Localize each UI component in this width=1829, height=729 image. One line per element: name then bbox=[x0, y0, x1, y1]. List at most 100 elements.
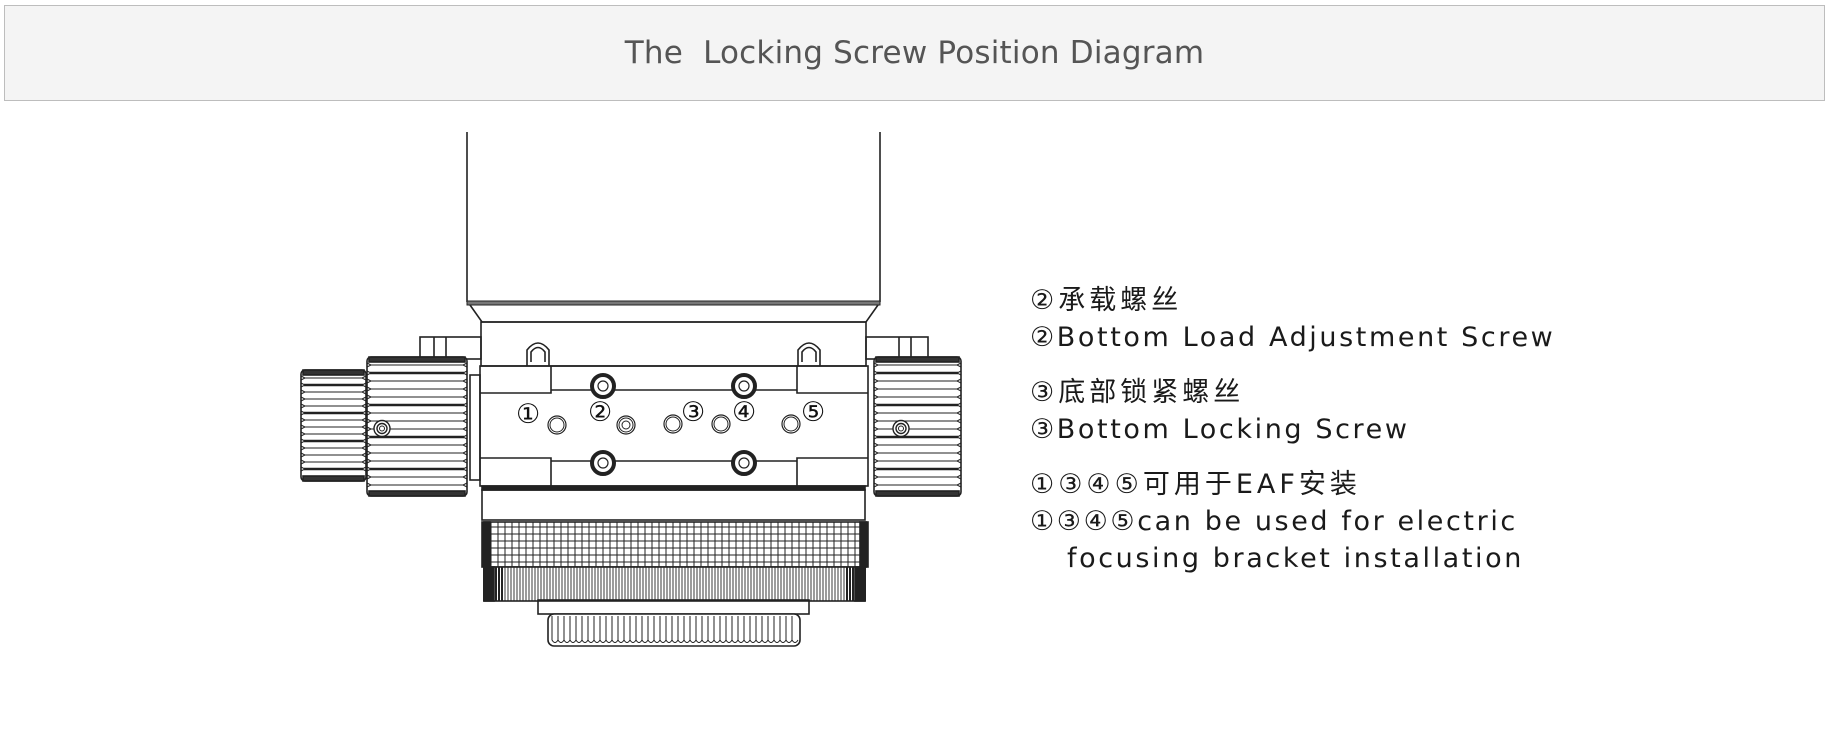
knob-notch bbox=[300, 410, 307, 416]
ring-edge bbox=[483, 566, 495, 602]
knob-notch bbox=[873, 386, 880, 392]
knob-notch bbox=[873, 434, 880, 440]
knob-notch bbox=[873, 474, 880, 480]
knob-notch bbox=[366, 418, 373, 424]
screw-label-3: ③ bbox=[681, 397, 706, 428]
screw-hole-inner bbox=[665, 416, 681, 432]
knob-notch bbox=[461, 434, 468, 440]
gear-tooth bbox=[605, 616, 613, 643]
gear-tooth bbox=[713, 616, 721, 643]
gear-tooth bbox=[671, 616, 679, 643]
screw-hole-inner bbox=[783, 416, 799, 432]
knob-notch bbox=[873, 418, 880, 424]
knob-notch bbox=[360, 466, 367, 472]
knob-notch bbox=[955, 394, 962, 400]
gear-tooth bbox=[635, 616, 643, 643]
knob-notch bbox=[360, 459, 367, 465]
knob-notch bbox=[366, 482, 373, 488]
screw-hole bbox=[616, 415, 636, 435]
gear-tooth bbox=[551, 616, 559, 643]
knob-notch bbox=[366, 362, 373, 368]
screw-hole bbox=[781, 414, 801, 434]
gear-tooth bbox=[767, 616, 775, 643]
gear-tooth bbox=[719, 616, 727, 643]
gear-tooth bbox=[569, 616, 577, 643]
knob-notch bbox=[300, 382, 307, 388]
ring-outline bbox=[483, 521, 867, 568]
knob-notch bbox=[873, 378, 880, 384]
gear-tooth bbox=[665, 616, 673, 643]
knob-notch bbox=[873, 450, 880, 456]
knob-notch bbox=[360, 431, 367, 437]
knob-notch bbox=[955, 458, 962, 464]
socket-screw-hex bbox=[738, 457, 750, 469]
knob-notch bbox=[461, 410, 468, 416]
focuser-body bbox=[419, 321, 929, 367]
knob-notch bbox=[873, 370, 880, 376]
knob-notch bbox=[300, 389, 307, 395]
gear-tooth bbox=[641, 616, 649, 643]
gear-tooth bbox=[629, 616, 637, 643]
screw-label-4: ④ bbox=[732, 397, 757, 428]
socket-screw bbox=[590, 450, 616, 476]
gear-tooth bbox=[659, 616, 667, 643]
knob-notch bbox=[955, 410, 962, 416]
knurled-focus-ring bbox=[481, 521, 869, 568]
knob-notch bbox=[300, 403, 307, 409]
knob-notch bbox=[300, 445, 307, 451]
knob-notch bbox=[300, 452, 307, 458]
knob-notch bbox=[461, 458, 468, 464]
knob-notch bbox=[873, 426, 880, 432]
knob-notch bbox=[366, 402, 373, 408]
screw-hole bbox=[663, 414, 683, 434]
knob-notch bbox=[366, 386, 373, 392]
knob-notch bbox=[955, 482, 962, 488]
socket-screw bbox=[731, 373, 757, 399]
knob-notch bbox=[366, 466, 373, 472]
gear-tooth bbox=[617, 616, 625, 643]
gear-tooth bbox=[701, 616, 709, 643]
knob-notch bbox=[955, 370, 962, 376]
legend-line-cn: ②承载螺丝 bbox=[1030, 285, 1183, 316]
knob-notch bbox=[300, 417, 307, 423]
knob-cap bbox=[875, 356, 960, 363]
knob-notch bbox=[366, 434, 373, 440]
knob-cap bbox=[875, 490, 960, 497]
knob-notch bbox=[366, 426, 373, 432]
gear-tooth bbox=[683, 616, 691, 643]
gear-tooth bbox=[695, 616, 703, 643]
gear-tooth bbox=[791, 616, 799, 643]
gear-tooth bbox=[677, 616, 685, 643]
screw-hole-inner bbox=[618, 417, 634, 433]
knob-notch bbox=[360, 452, 367, 458]
knob-notch bbox=[461, 362, 468, 368]
socket-screws bbox=[590, 373, 757, 476]
knob-notch bbox=[955, 402, 962, 408]
gear-tooth bbox=[761, 616, 769, 643]
knob-cap bbox=[368, 356, 466, 363]
gear-tooth bbox=[725, 616, 733, 643]
screw-label-2: ② bbox=[588, 397, 613, 428]
knob-notch bbox=[360, 410, 367, 416]
legend-line-en-cont: focusing bracket installation bbox=[1067, 543, 1524, 574]
gear-tooth bbox=[749, 616, 757, 643]
gear-tooth bbox=[557, 616, 565, 643]
knob-notch bbox=[873, 458, 880, 464]
gear-tooth bbox=[689, 616, 697, 643]
knob-notch bbox=[461, 378, 468, 384]
knob-cap bbox=[302, 475, 365, 482]
legend-line-en: ②Bottom Load Adjustment Screw bbox=[1030, 322, 1556, 353]
knob-notch bbox=[461, 386, 468, 392]
knob-notch bbox=[461, 474, 468, 480]
gear-tooth bbox=[743, 616, 751, 643]
knob-notch bbox=[461, 402, 468, 408]
knob-outline bbox=[300, 369, 367, 482]
legend: ②承载螺丝 ②Bottom Load Adjustment Screw ③底部锁… bbox=[1030, 282, 1555, 595]
knob-notch bbox=[360, 438, 367, 444]
knob-outline bbox=[873, 356, 962, 497]
knob-notch bbox=[300, 424, 307, 430]
gear-tooth bbox=[593, 616, 601, 643]
knob-screw-hex bbox=[379, 425, 385, 432]
gear-tooth bbox=[737, 616, 745, 643]
